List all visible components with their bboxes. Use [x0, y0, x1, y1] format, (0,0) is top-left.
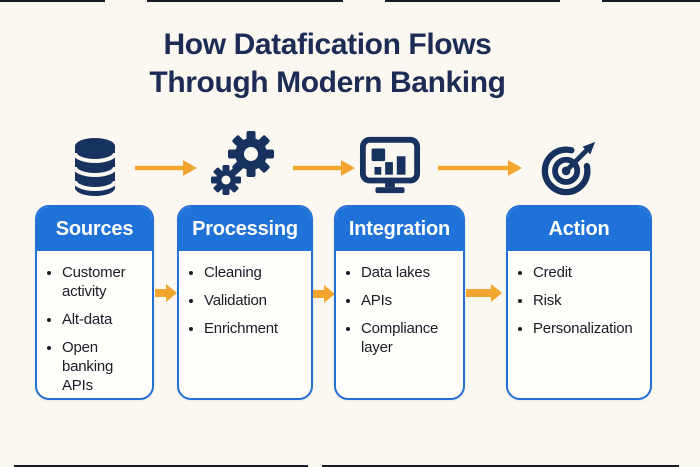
title-line-2: Through Modern Banking [149, 66, 506, 99]
stage-item: Data lakes [361, 263, 457, 282]
stage-item: Cleaning [204, 263, 305, 282]
stage-item: APIs [361, 291, 457, 310]
stage-item-list: Data lakes APIs Compliance layer [344, 263, 457, 357]
stage-body: Cleaning Validation Enrichment [179, 251, 311, 355]
page-title: How Datafication Flows Through Modern Ba… [0, 26, 655, 102]
stage-card-action: Action Credit Risk Personalization [506, 205, 652, 400]
gears-icon [211, 131, 274, 195]
stage-item: Enrichment [204, 319, 305, 338]
stage-item: Open banking APIs [62, 338, 146, 395]
stage-body: Data lakes APIs Compliance layer [336, 251, 463, 374]
stage-item: Personalization [533, 319, 644, 338]
flow-arrow-icon [293, 160, 355, 176]
stage-item: Validation [204, 291, 305, 310]
stage-item: Risk [533, 291, 644, 310]
stage-item: Credit [533, 263, 644, 282]
top-border-artifact [0, 0, 700, 2]
flow-arrow-icon [438, 160, 522, 176]
flow-arrow-icon [466, 284, 502, 302]
flow-arrow-icon [155, 284, 177, 302]
stage-card-processing: Processing Cleaning Validation Enrichmen… [177, 205, 313, 400]
stage-item: Alt-data [62, 310, 146, 329]
flow-arrow-icon [313, 285, 335, 303]
stage-item-list: Customer activity Alt-data Open banking … [45, 263, 146, 395]
stage-header: Sources [37, 207, 152, 251]
stage-item: Compliance layer [361, 319, 457, 357]
stage-header: Integration [336, 207, 463, 251]
stage-card-sources: Sources Customer activity Alt-data Open … [35, 205, 154, 400]
stage-header: Processing [179, 207, 311, 251]
bottom-border-artifact [0, 465, 700, 467]
stage-item-list: Credit Risk Personalization [516, 263, 644, 338]
stage-body: Customer activity Alt-data Open banking … [37, 251, 152, 398]
stage-item: Customer activity [62, 263, 146, 301]
stage-item-list: Cleaning Validation Enrichment [187, 263, 305, 338]
database-icon [73, 138, 117, 196]
dashboard-monitor-icon [359, 136, 421, 194]
stage-body: Credit Risk Personalization [508, 251, 650, 355]
stage-card-integration: Integration Data lakes APIs Compliance l… [334, 205, 465, 400]
stage-header: Action [508, 207, 650, 251]
title-line-1: How Datafication Flows [163, 28, 492, 61]
target-icon [541, 141, 596, 196]
flow-arrow-icon [135, 160, 197, 176]
